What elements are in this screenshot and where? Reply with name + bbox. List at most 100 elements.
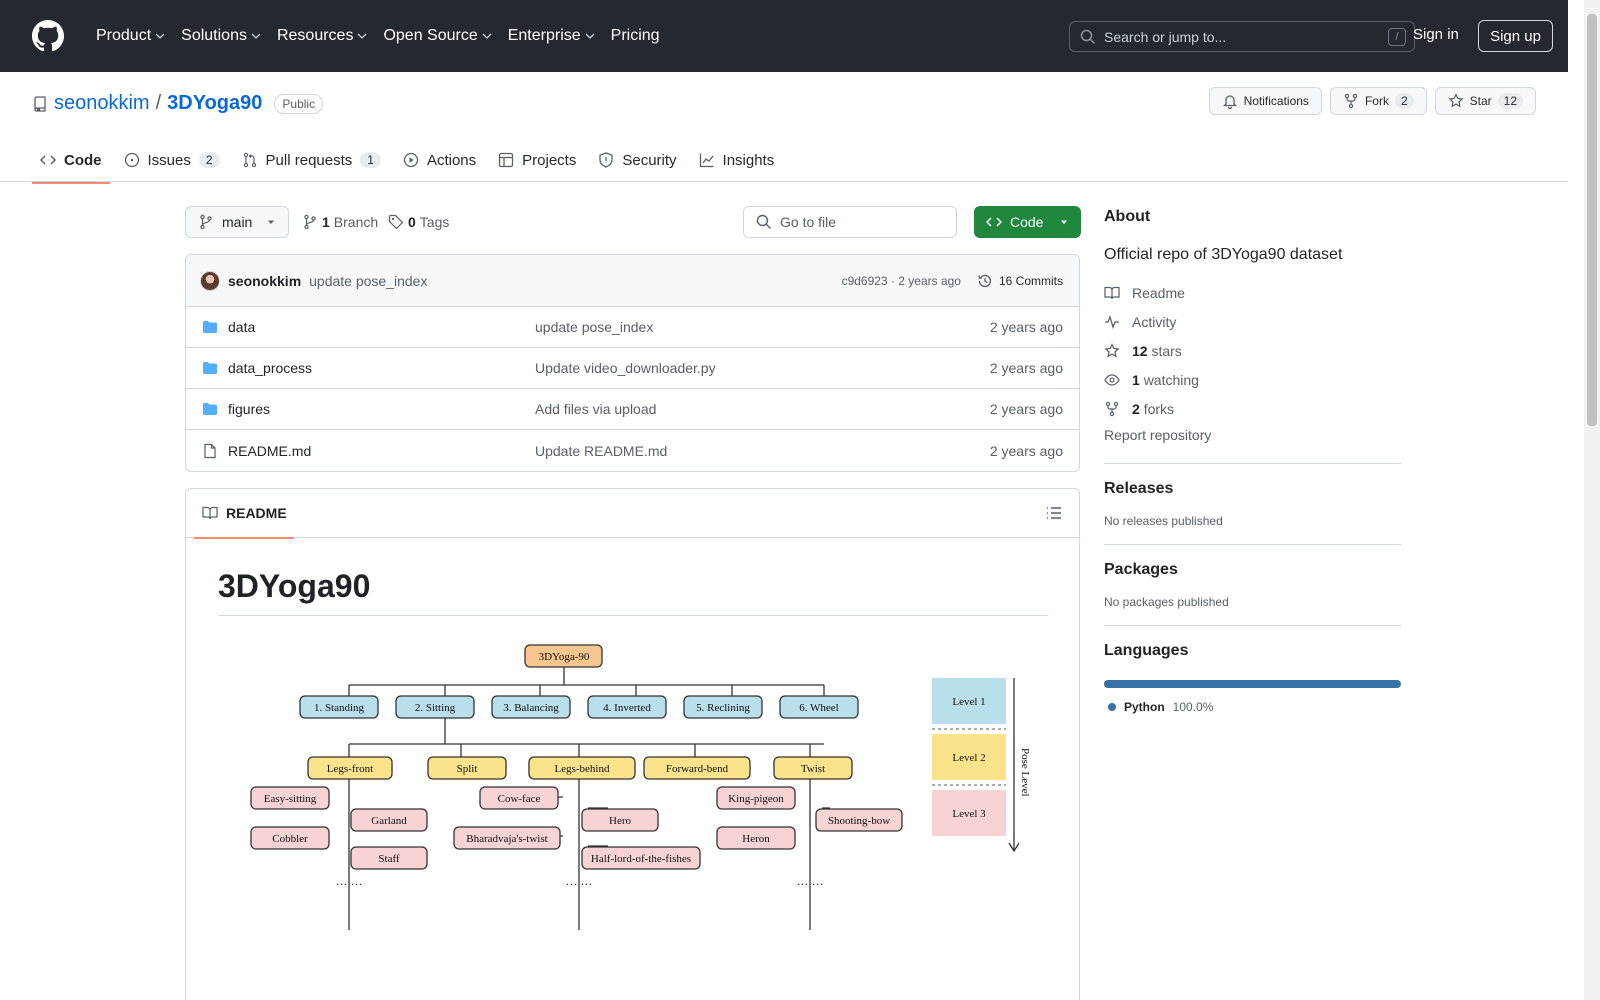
svg-text:Level 3: Level 3 bbox=[952, 808, 986, 820]
commits-history-link[interactable]: 16 Commits bbox=[977, 273, 1063, 289]
issue-icon bbox=[124, 152, 139, 168]
tab-projects[interactable]: Projects bbox=[490, 138, 584, 182]
table-row[interactable]: README.md Update README.md 2 years ago bbox=[186, 430, 1079, 471]
svg-text:Level 2: Level 2 bbox=[952, 752, 985, 764]
repo-header: seonokkim / 3DYoga90 Public Notification… bbox=[0, 72, 1568, 184]
language-bar bbox=[1104, 680, 1401, 688]
table-row[interactable]: data update pose_index 2 years ago bbox=[186, 307, 1079, 348]
nav-product[interactable]: Product bbox=[88, 27, 173, 45]
readme-content: 3DYoga90 3DYoga-90 1. Standing 2. Sittin… bbox=[186, 568, 1079, 930]
code-dropdown-button[interactable]: Code bbox=[974, 206, 1081, 238]
search-shortcut-key: / bbox=[1388, 27, 1406, 46]
code-icon bbox=[40, 155, 56, 165]
nav-enterprise[interactable]: Enterprise bbox=[500, 27, 603, 45]
pull-request-icon bbox=[243, 152, 256, 168]
branch-icon bbox=[304, 214, 316, 230]
svg-text:3DYoga-90: 3DYoga-90 bbox=[539, 651, 590, 663]
forks-link[interactable]: 2 forks bbox=[1104, 394, 1401, 423]
table-row[interactable]: data_process Update video_downloader.py … bbox=[186, 348, 1079, 389]
repo-title-separator: / bbox=[155, 92, 162, 114]
tab-insights[interactable]: Insights bbox=[691, 138, 783, 182]
scrollbar-thumb[interactable] bbox=[1587, 14, 1597, 426]
issues-count: 2 bbox=[198, 152, 220, 168]
packages-heading[interactable]: Packages bbox=[1104, 561, 1178, 578]
branch-icon bbox=[200, 214, 212, 230]
nav-open-source[interactable]: Open Source bbox=[375, 27, 499, 45]
level3-nodes: Easy-sitting Garland Cobbler Staff Cow-f… bbox=[250, 786, 903, 870]
fork-button[interactable]: Fork 2 bbox=[1329, 87, 1427, 115]
tags-link[interactable]: 0 Tags bbox=[388, 214, 449, 230]
svg-text:Forward-bend: Forward-bend bbox=[666, 763, 729, 775]
notifications-button[interactable]: Notifications bbox=[1208, 87, 1322, 115]
nav-pricing[interactable]: Pricing bbox=[610, 27, 660, 44]
star-button[interactable]: Star 12 bbox=[1434, 87, 1536, 115]
about-sidebar: About Official repo of 3DYoga90 dataset … bbox=[1104, 208, 1401, 714]
tab-code[interactable]: Code bbox=[32, 138, 110, 184]
search-icon bbox=[1080, 29, 1096, 44]
file-commit-message[interactable]: Update video_downloader.py bbox=[535, 360, 716, 376]
branches-link[interactable]: 1 Branch bbox=[302, 214, 378, 230]
commit-author-link[interactable]: seonokkim bbox=[228, 272, 302, 289]
commit-hash-time[interactable]: c9d6923 · 2 years ago bbox=[841, 273, 961, 288]
languages-heading: Languages bbox=[1104, 642, 1189, 659]
commit-message-link[interactable]: update pose_index bbox=[309, 272, 428, 289]
readme-header: README bbox=[186, 489, 1079, 539]
latest-commit: seonokkim update pose_index c9d6923 · 2 … bbox=[186, 255, 1079, 307]
file-name-link[interactable]: data_process bbox=[228, 360, 313, 376]
readme-tab[interactable]: README bbox=[194, 489, 294, 539]
github-logo-icon[interactable] bbox=[32, 20, 64, 52]
language-item[interactable]: Python 100.0% bbox=[1104, 700, 1401, 714]
tab-pull-requests[interactable]: Pull requests 1 bbox=[234, 138, 389, 182]
file-commit-date: 2 years ago bbox=[989, 319, 1063, 335]
folder-icon bbox=[203, 321, 217, 333]
repo-owner-link[interactable]: seonokkim bbox=[54, 92, 150, 114]
book-icon bbox=[202, 506, 218, 520]
svg-text:5. Reclining: 5. Reclining bbox=[696, 702, 750, 714]
level-legend: Level 1 Level 2 Level 3 Pose Level bbox=[932, 678, 1031, 853]
file-name-link[interactable]: data bbox=[228, 319, 256, 335]
releases-heading[interactable]: Releases bbox=[1104, 480, 1174, 497]
readme-link[interactable]: Readme bbox=[1104, 278, 1401, 307]
file-name-link[interactable]: figures bbox=[228, 401, 271, 417]
tab-security[interactable]: Security bbox=[590, 138, 684, 182]
eye-icon bbox=[1104, 373, 1120, 386]
sign-up-button[interactable]: Sign up bbox=[1478, 20, 1553, 52]
file-commit-message[interactable]: Update README.md bbox=[535, 442, 668, 459]
file-commit-date: 2 years ago bbox=[989, 401, 1063, 417]
svg-text:1. Standing: 1. Standing bbox=[314, 702, 365, 714]
svg-text:Hero: Hero bbox=[609, 815, 631, 827]
tab-actions[interactable]: Actions bbox=[395, 138, 484, 182]
chevron-down-icon bbox=[251, 33, 261, 39]
triangle-down-icon bbox=[1061, 220, 1067, 224]
go-to-file-input[interactable]: Go to file bbox=[743, 206, 957, 238]
stars-link[interactable]: 12 stars bbox=[1104, 336, 1401, 365]
activity-link[interactable]: Activity bbox=[1104, 307, 1401, 336]
file-commit-message[interactable]: update pose_index bbox=[535, 319, 654, 335]
history-icon bbox=[978, 274, 992, 287]
avatar[interactable] bbox=[200, 270, 220, 291]
nav-resources[interactable]: Resources bbox=[269, 27, 375, 45]
global-search-input[interactable]: Search or jump to... / bbox=[1069, 21, 1415, 52]
tab-issues[interactable]: Issues 2 bbox=[116, 138, 228, 182]
svg-text:··· ···: ··· ··· bbox=[566, 877, 593, 891]
outline-list-icon[interactable] bbox=[1045, 504, 1063, 522]
svg-text:Garland: Garland bbox=[371, 815, 407, 827]
file-name-link[interactable]: README.md bbox=[228, 442, 312, 459]
fork-icon bbox=[1105, 401, 1119, 416]
folder-icon bbox=[203, 403, 217, 415]
report-repository-link[interactable]: Report repository bbox=[1104, 427, 1212, 443]
svg-text:Bharadvaja's-twist: Bharadvaja's-twist bbox=[466, 833, 547, 845]
file-commit-message[interactable]: Add files via upload bbox=[535, 401, 657, 417]
svg-text:Twist: Twist bbox=[801, 763, 825, 775]
repo-name-link[interactable]: 3DYoga90 bbox=[167, 92, 263, 114]
svg-text:Level 1: Level 1 bbox=[952, 696, 985, 708]
sign-in-link[interactable]: Sign in bbox=[1413, 26, 1459, 43]
branch-select-button[interactable]: main bbox=[185, 206, 289, 238]
svg-text:Staff: Staff bbox=[378, 853, 400, 865]
table-row[interactable]: figures Add files via upload 2 years ago bbox=[186, 389, 1079, 430]
watchers-link[interactable]: 1 watching bbox=[1104, 365, 1401, 394]
language-color-dot bbox=[1108, 703, 1116, 711]
sidebar-divider bbox=[1104, 625, 1401, 626]
nav-solutions[interactable]: Solutions bbox=[173, 27, 269, 45]
sidebar-divider bbox=[1104, 463, 1401, 464]
